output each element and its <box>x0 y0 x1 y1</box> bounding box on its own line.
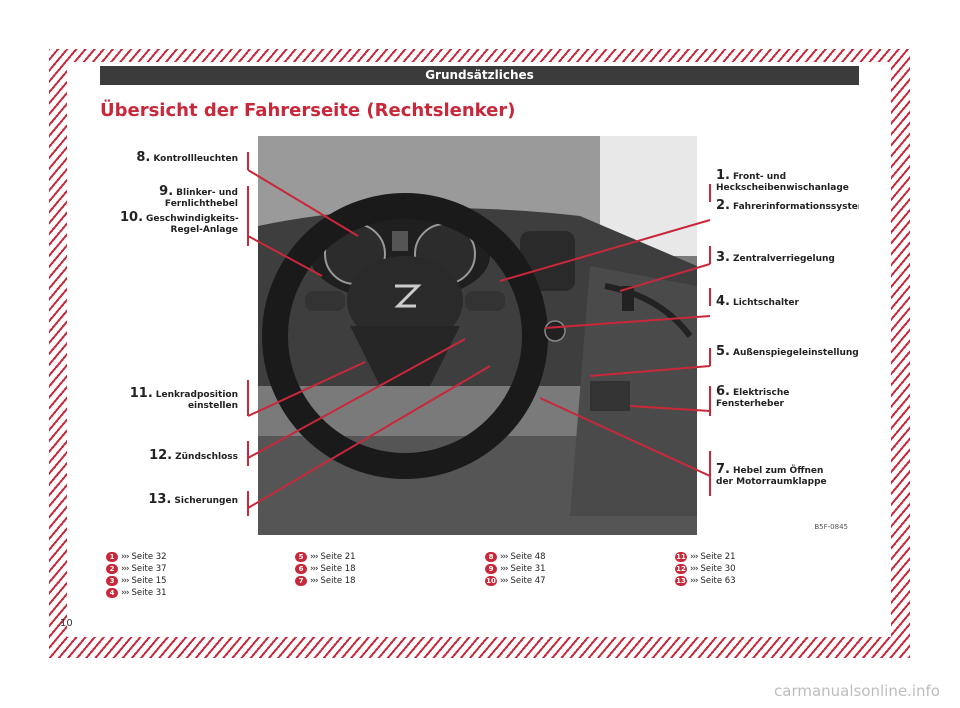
section-header: Grundsätzliches <box>100 66 859 85</box>
figure-code: B5F-0845 <box>811 523 851 531</box>
watermark: carmanualsonline.info <box>774 682 940 700</box>
reference-item[interactable]: 2›››Seite 37 <box>106 563 167 575</box>
page-number: 10 <box>60 618 73 629</box>
reference-column-1: 1›››Seite 32 2›››Seite 37 3›››Seite 15 4… <box>106 551 167 599</box>
reference-column-3: 8›››Seite 48 9›››Seite 31 10›››Seite 47 <box>485 551 546 587</box>
reference-item[interactable]: 7›››Seite 18 <box>295 575 356 587</box>
reference-item[interactable]: 13›››Seite 63 <box>675 576 736 586</box>
reference-item[interactable]: 12›››Seite 30 <box>675 564 736 574</box>
ref-badge: 10 <box>485 576 497 586</box>
reference-item[interactable]: 4›››Seite 31 <box>106 587 167 599</box>
reference-item[interactable]: 3›››Seite 15 <box>106 575 167 587</box>
reference-item[interactable]: 8›››Seite 48 <box>485 551 546 563</box>
label-10: 10.Geschwindigkeits-Regel-Anlage <box>120 210 239 235</box>
reference-column-4: 11›››Seite 21 12›››Seite 30 13›››Seite 6… <box>675 551 736 587</box>
ref-badge: 3 <box>106 576 118 586</box>
ref-badge: 4 <box>106 588 118 598</box>
ref-badge: 2 <box>106 564 118 574</box>
ref-badge: 11 <box>675 552 687 562</box>
reference-item[interactable]: 10›››Seite 47 <box>485 576 546 586</box>
label-12: 12.Zündschloss <box>149 448 238 463</box>
reference-item[interactable]: 9›››Seite 31 <box>485 563 546 575</box>
label-4: 4.Lichtschalter <box>716 294 799 309</box>
ref-badge: 13 <box>675 576 687 586</box>
label-13: 13.Sicherungen <box>148 492 238 507</box>
reference-column-2: 5›››Seite 21 6›››Seite 18 7›››Seite 18 <box>295 551 356 587</box>
label-5: 5.Außenspiegeleinstellung <box>716 344 859 359</box>
reference-item[interactable]: 5›››Seite 21 <box>295 551 356 563</box>
ref-badge: 6 <box>295 564 307 574</box>
ref-badge: 1 <box>106 552 118 562</box>
ref-badge: 7 <box>295 576 307 586</box>
reference-item[interactable]: 11›››Seite 21 <box>675 552 736 562</box>
label-3: 3.Zentralverriegelung <box>716 250 835 265</box>
ref-badge: 12 <box>675 564 687 574</box>
label-8: 8.Kontrollleuchten <box>136 150 238 165</box>
dashboard-illustration <box>100 136 859 535</box>
label-2: 2.Fahrerinformationssystem <box>716 198 859 213</box>
ref-badge: 5 <box>295 552 307 562</box>
reference-item[interactable]: 6›››Seite 18 <box>295 563 356 575</box>
page-title: Übersicht der Fahrerseite (Rechtslenker) <box>100 100 516 121</box>
ref-badge: 9 <box>485 564 497 574</box>
reference-item[interactable]: 1›››Seite 32 <box>106 551 167 563</box>
ref-badge: 8 <box>485 552 497 562</box>
